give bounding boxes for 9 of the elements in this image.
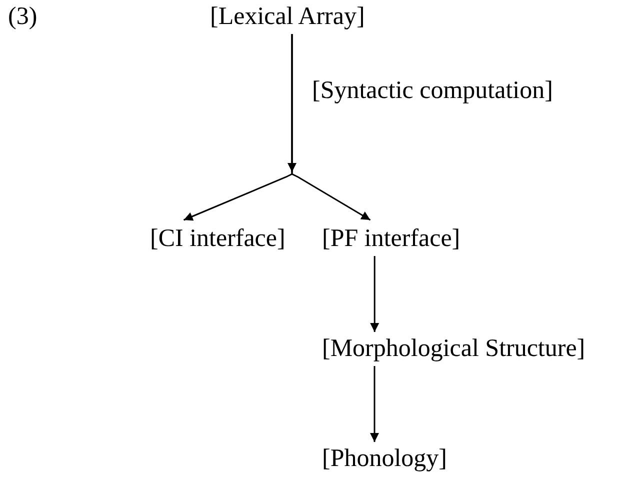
arrow [370, 256, 380, 332]
node-label: [Lexical Array] [210, 2, 365, 32]
example-number: (3) [8, 2, 38, 32]
node-label: [Phonology] [322, 444, 447, 474]
node-label: [Morphological Structure] [322, 334, 586, 364]
node-label: [PF interface] [322, 224, 460, 254]
node-label: [CI interface] [150, 224, 286, 254]
arrow [370, 366, 379, 442]
arrow [291, 34, 371, 221]
